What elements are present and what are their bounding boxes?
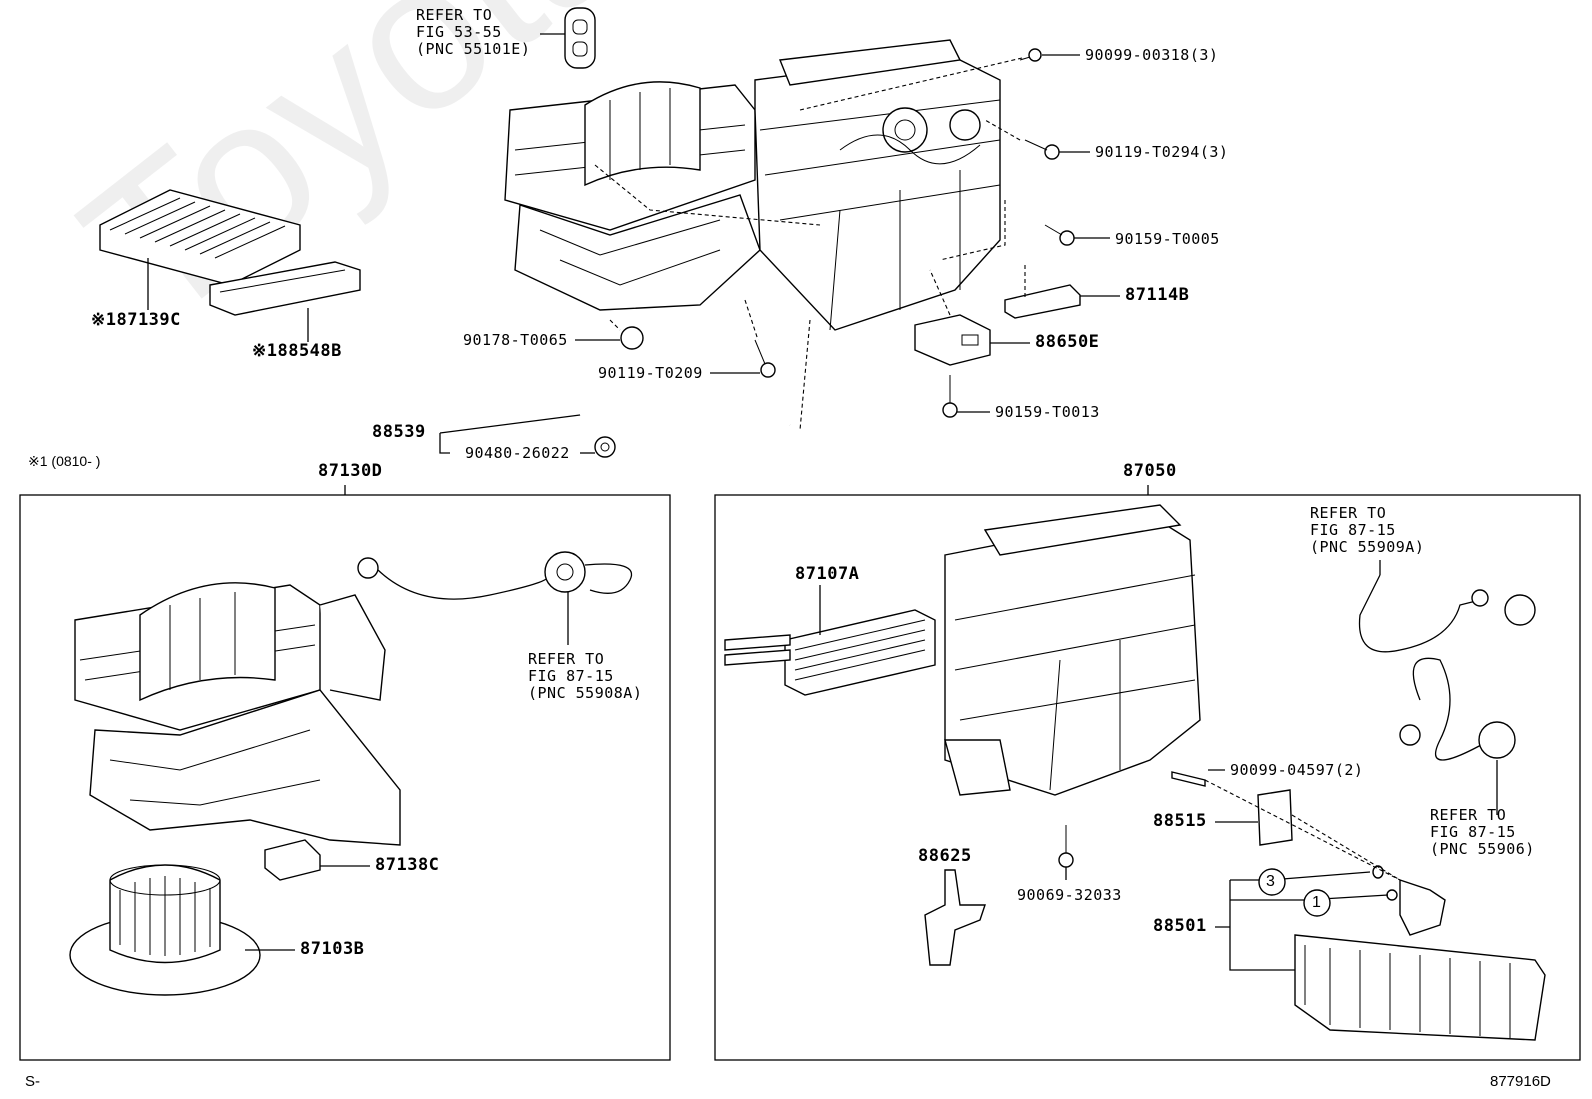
- resistor-87138c: [264, 839, 321, 881]
- heater-case: [944, 504, 1201, 796]
- expansion-valve: [1257, 789, 1293, 846]
- blower-assembly: [74, 582, 401, 846]
- callout-87138c[interactable]: 87138C: [375, 855, 440, 875]
- clip-90178: [620, 326, 644, 350]
- blower-motor: [69, 864, 261, 996]
- callout-90119-t0209[interactable]: 90119-T0209: [598, 364, 703, 382]
- heater-unit-assembly: [504, 39, 1001, 331]
- refer-top: REFER TO FIG 53-55 (PNC 55101E): [416, 6, 531, 58]
- fasteners-top: [1019, 48, 1075, 246]
- callout-87103b[interactable]: 87103B: [300, 939, 365, 959]
- callout-88625[interactable]: 88625: [918, 846, 972, 866]
- heater-core: [724, 585, 936, 696]
- callout-90119-t0294[interactable]: 90119-T0294(3): [1095, 143, 1229, 161]
- callout-90178-t0065[interactable]: 90178-T0065: [463, 331, 568, 349]
- callout-87107a[interactable]: 87107A: [795, 564, 860, 584]
- callout-90480-26022[interactable]: 90480-26022: [465, 444, 570, 462]
- cabin-filter: [99, 189, 301, 286]
- callout-90159-t0013[interactable]: 90159-T0013: [995, 403, 1100, 421]
- group-87050[interactable]: 87050: [1123, 461, 1177, 481]
- footer-left: S-: [25, 1073, 40, 1090]
- circle-label-1: 1: [1312, 894, 1321, 911]
- callout-88548b[interactable]: ※188548B: [252, 341, 342, 361]
- group-87130d[interactable]: 87130D: [318, 461, 383, 481]
- date-range-note: ※1 (0810- ): [28, 453, 101, 469]
- callout-90099-00318[interactable]: 90099-00318(3): [1085, 46, 1219, 64]
- evaporator: [1294, 879, 1546, 1041]
- bracket-87114b: [1004, 284, 1081, 319]
- refer-left-box: REFER TO FIG 87-15 (PNC 55908A): [528, 650, 643, 702]
- callout-90069-32033[interactable]: 90069-32033: [1017, 886, 1122, 904]
- callout-88539[interactable]: 88539: [372, 422, 426, 442]
- callout-90099-04597[interactable]: 90099-04597(2): [1230, 761, 1364, 779]
- refer-right-top: REFER TO FIG 87-15 (PNC 55909A): [1310, 504, 1425, 556]
- callout-90159-t0005[interactable]: 90159-T0005: [1115, 230, 1220, 248]
- harness-right-bottom: [1399, 657, 1516, 815]
- callout-87114b[interactable]: 87114B: [1125, 285, 1190, 305]
- harness-left: [357, 551, 633, 645]
- callout-88515[interactable]: 88515: [1153, 811, 1207, 831]
- filter-cover: [209, 261, 361, 316]
- callout-88501[interactable]: 88501: [1153, 916, 1207, 936]
- callout-87139c[interactable]: ※187139C: [91, 310, 181, 330]
- circle-label-3: 3: [1266, 873, 1275, 890]
- bracket-88625: [924, 869, 986, 966]
- duct-gasket: [564, 7, 596, 69]
- harness-right-top: [1358, 560, 1536, 653]
- refer-right-bottom: REFER TO FIG 87-15 (PNC 55906): [1430, 806, 1535, 858]
- amplifier-88650e: [914, 314, 991, 366]
- callout-88650e[interactable]: 88650E: [1035, 332, 1100, 352]
- footer-code: 877916D: [1490, 1073, 1551, 1090]
